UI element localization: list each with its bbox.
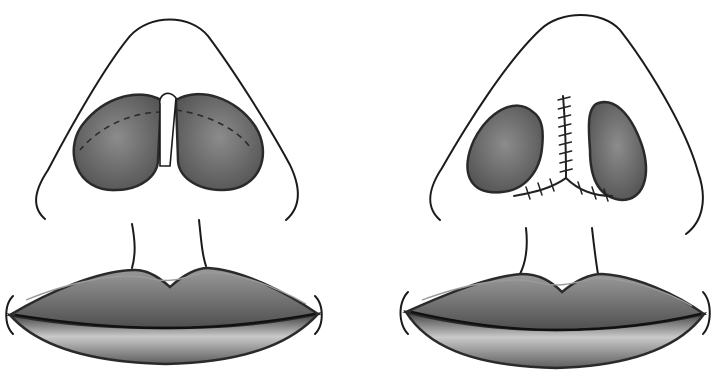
left-nostril-right-panel	[467, 106, 542, 193]
columella-left-panel	[160, 93, 176, 166]
philtrum-left-1	[132, 224, 135, 268]
right-nostril-right-panel	[589, 102, 646, 200]
panel-postoperative	[401, 15, 710, 368]
philtrum-right-1	[520, 228, 527, 274]
right-nostril-left-panel	[176, 94, 263, 190]
philtrum-right-2	[592, 228, 598, 274]
philtrum-left-2	[199, 220, 206, 266]
panel-preoperative	[6, 20, 322, 365]
upper-lip-left	[10, 268, 318, 328]
